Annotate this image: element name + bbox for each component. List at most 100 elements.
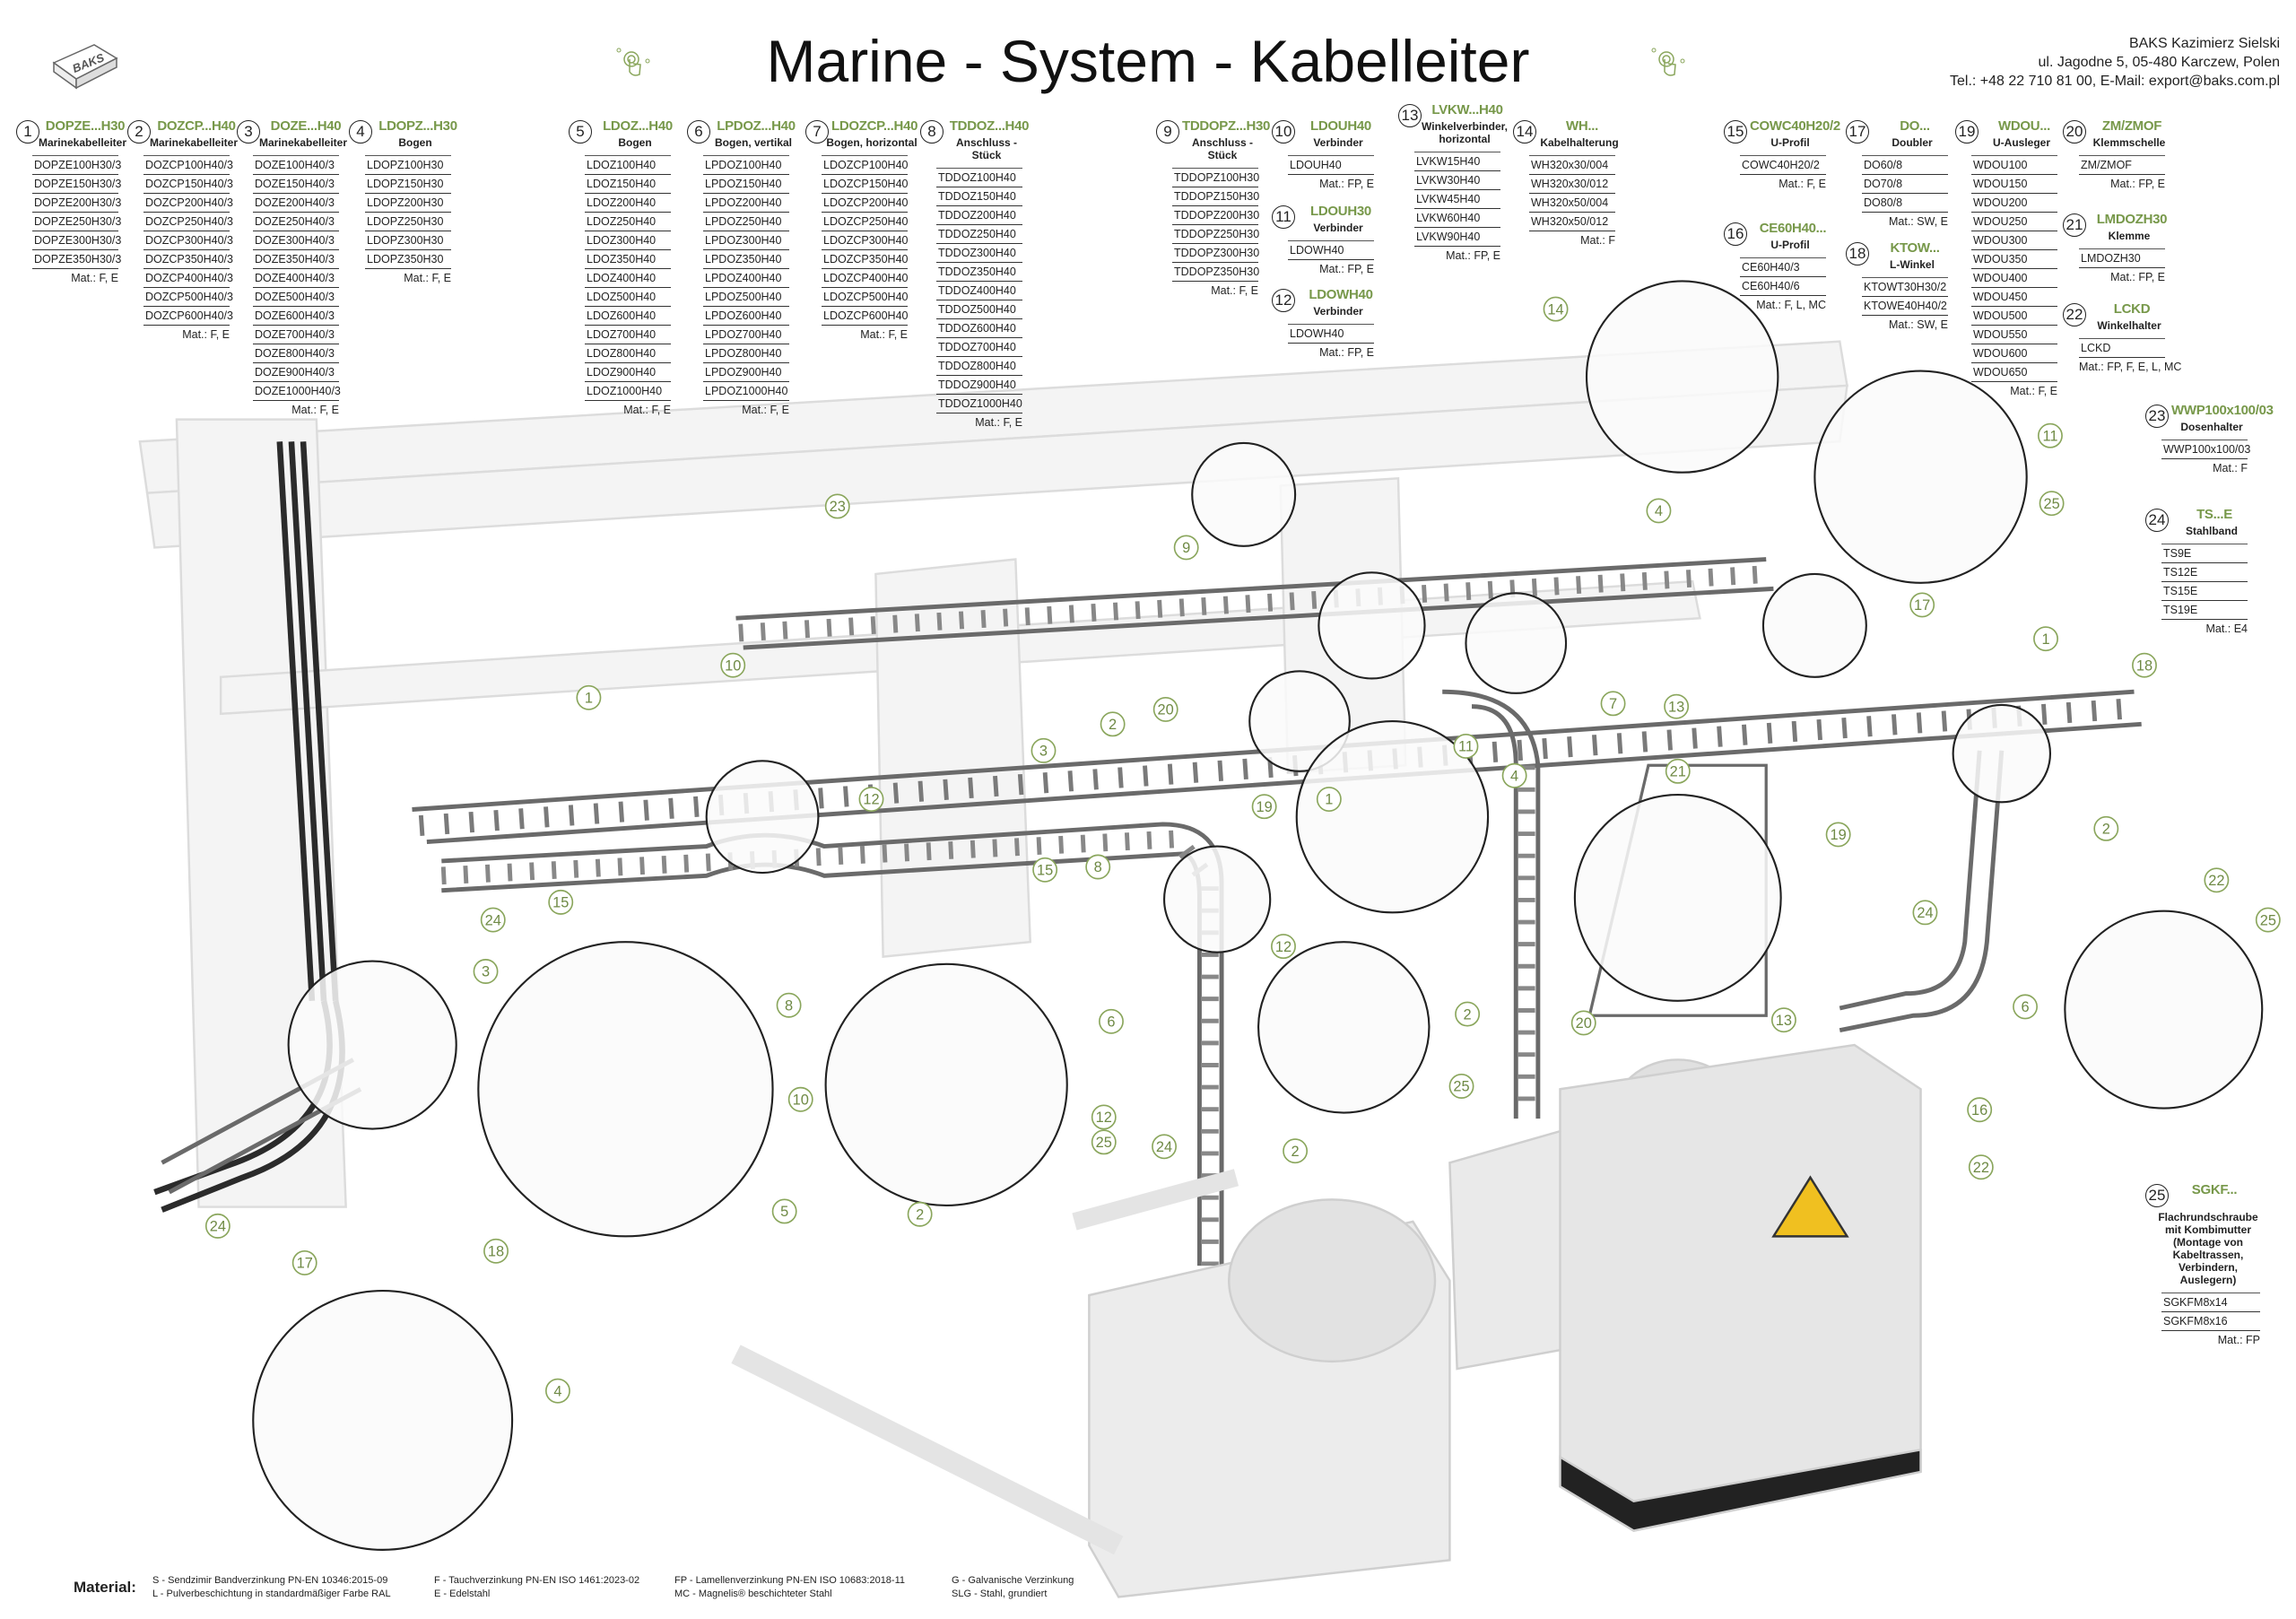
callout-marker: 18 [483, 1238, 509, 1264]
product-description: Winkelverbinder, horizontal [1422, 120, 1508, 145]
material-note: Mat.: F, E [860, 328, 908, 341]
article-number: DOPZE200H30/3 [32, 194, 121, 213]
callout-marker: 11 [1453, 733, 1479, 759]
product-description: Marinekabelleiter [149, 136, 239, 149]
product-code: TDDOPZ...H30 [1182, 118, 1271, 134]
callout-number: 12 [1096, 1110, 1112, 1126]
product-description: L-Winkel [1890, 258, 1935, 271]
article-number: DO60/8 [1862, 156, 1948, 175]
article-number: LDOZ600H40 [585, 307, 671, 326]
material-note: Mat.: F, L, MC [1756, 299, 1826, 311]
callout-number: 2 [2102, 822, 2110, 838]
callout-marker: 25 [2255, 907, 2281, 933]
item-number-badge: 19 [1955, 120, 1979, 144]
item-number-badge: 10 [1272, 120, 1295, 144]
item-number-badge: 7 [805, 120, 829, 144]
callout-marker: 20 [1570, 1010, 1596, 1036]
article-number: TS19E [2161, 601, 2248, 620]
callout-marker: 24 [480, 907, 506, 933]
article-number: LMDOZH30 [2079, 249, 2165, 268]
callout-number: 13 [1668, 699, 1684, 715]
callout-number: 10 [725, 657, 741, 674]
article-number: LPDOZ700H40 [703, 326, 789, 344]
article-number: ZM/ZMOF [2079, 156, 2165, 175]
item-number-badge: 1 [16, 120, 39, 144]
callout-number: 17 [297, 1256, 313, 1272]
callout-number: 20 [1576, 1015, 1592, 1031]
callout-marker: 21 [1665, 758, 1691, 784]
article-number: WDOU650 [1971, 363, 2057, 382]
product-code: WDOU... [1998, 118, 2050, 134]
article-number: LDOWH40 [1288, 325, 1374, 344]
callout-marker: 25 [1091, 1129, 1117, 1155]
article-number: LPDOZ300H40 [703, 231, 789, 250]
product-code: LVKW...H40 [1431, 102, 1503, 118]
material-note: Mat.: E4 [2205, 622, 2248, 635]
callout-marker: 14 [1543, 296, 1569, 322]
article-number: DOZE800H40/3 [253, 344, 339, 363]
callout-marker: 25 [1448, 1074, 1474, 1099]
detail-magnifier-circle [477, 941, 774, 1238]
callout-marker: 9 [1173, 535, 1199, 561]
article-number: WH320x50/004 [1529, 194, 1615, 213]
article-number: LDOZCP600H40 [822, 307, 909, 326]
detail-magnifier-circle [824, 962, 1068, 1206]
callout-number: 1 [2041, 631, 2049, 648]
material-legend-entry: G - Galvanische Verzinkung [952, 1575, 1074, 1586]
product-code: CE60H40... [1759, 221, 1827, 236]
callout-marker: 5 [771, 1198, 797, 1224]
machinery [731, 1043, 1922, 1598]
material-legend-column: F - Tauchverzinkung PN-EN ISO 1461:2023-… [434, 1574, 639, 1601]
product-description: Kabelhalterung [1540, 136, 1619, 149]
material-legend-column: S - Sendzimir Bandverzinkung PN-EN 10346… [152, 1574, 391, 1601]
article-number: DOZCP100H40/3 [144, 156, 233, 175]
company-address: ul. Jagodne 5, 05-480 Karczew, Polen [2038, 55, 2280, 70]
material-note: Mat.: F, E [1779, 178, 1826, 190]
article-number: LDOZ250H40 [585, 213, 671, 231]
article-number: TDDOZ900H40 [936, 376, 1022, 395]
material-note: Mat.: SW, E [1889, 318, 1948, 331]
callout-number: 18 [2136, 657, 2152, 674]
article-number: KTOWT30H30/2 [1862, 278, 1948, 297]
article-number: DOZE400H40/3 [253, 269, 339, 288]
material-note: Mat.: FP, E [1319, 346, 1374, 359]
detail-magnifier-circle [1573, 794, 1782, 1002]
callout-number: 6 [1107, 1014, 1115, 1031]
article-number: TDDOZ600H40 [936, 319, 1022, 338]
article-number: DOPZE300H30/3 [32, 231, 121, 250]
company-info: BAKS Kazimierz Sielski ul. Jagodne 5, 05… [1950, 34, 2280, 91]
product-description: Bogen, horizontal [826, 136, 918, 149]
callout-number: 11 [1458, 739, 1474, 755]
material-note: Mat.: F, E [623, 404, 671, 416]
article-list: LCKD [2079, 338, 2165, 358]
callout-number: 14 [1547, 301, 1563, 318]
material-legend-entry: FP - Lamellenverzinkung PN-EN ISO 10683:… [674, 1575, 906, 1586]
company-contact: Tel.: +48 22 710 81 00, E-Mail: export@b… [1950, 74, 2280, 89]
material-note: Mat.: FP, E [1446, 249, 1500, 262]
callout-number: 20 [1158, 702, 1174, 718]
product-description: Klemme [2108, 230, 2151, 242]
callout-number: 8 [1094, 859, 1102, 875]
callout-marker: 25 [2039, 491, 2065, 517]
callout-marker: 2 [1283, 1138, 1309, 1164]
callout-number: 3 [482, 964, 490, 980]
item-number-badge: 17 [1846, 120, 1869, 144]
callout-marker: 1 [576, 684, 602, 710]
article-number: TDDOPZ350H30 [1172, 263, 1259, 282]
article-list: LMDOZH30 [2079, 248, 2165, 268]
article-number: DOZE900H40/3 [253, 363, 339, 382]
callout-marker: 2 [1455, 1001, 1481, 1027]
callout-marker: 3 [473, 959, 499, 984]
